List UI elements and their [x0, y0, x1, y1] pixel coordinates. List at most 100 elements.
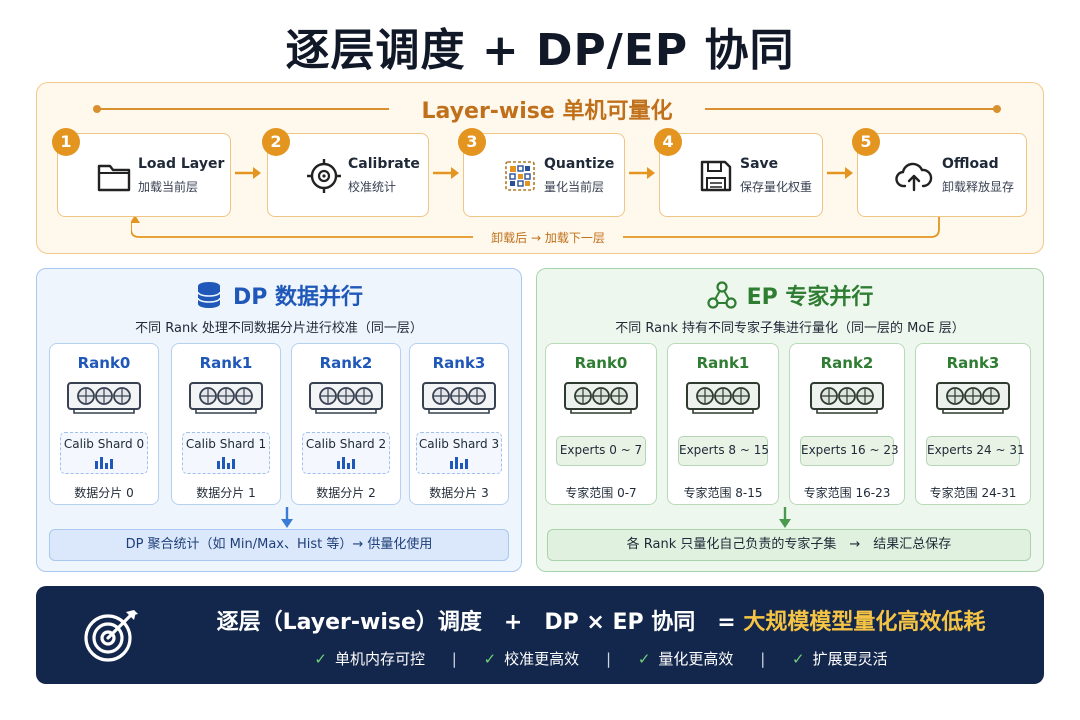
loop-label: 卸载后 → 加载下一层	[473, 229, 623, 246]
rank-sub: 专家范围 24-31	[929, 486, 1017, 500]
benefit-item: 扩展更灵活	[812, 650, 888, 668]
ep-title: EP 专家并行	[746, 285, 874, 310]
shard-label: Calib Shard 1	[185, 437, 267, 451]
arrow-right-icon	[433, 167, 459, 179]
calib-shard-box: Calib Shard 2	[302, 432, 390, 474]
layerwise-title-row: Layer-wise 单机可量化	[93, 83, 1001, 133]
step-number: 3	[458, 128, 486, 156]
arrow-right-icon	[629, 167, 655, 179]
step-sub: 量化当前层	[544, 180, 605, 194]
step-sub: 卸载释放显存	[942, 180, 1015, 194]
banner-headline-highlight: 大规模模型量化高效低耗	[743, 610, 986, 635]
arrow-right-icon	[235, 167, 261, 179]
benefit-item: 校准更高效	[504, 650, 580, 668]
separator: |	[605, 650, 612, 668]
cloud-upload-icon	[895, 162, 933, 192]
quantize-grid-icon	[505, 161, 535, 191]
dp-rank-card: Rank2 Calib Shard 2 数据分片 2	[291, 343, 401, 505]
calib-shard-box: Calib Shard 1	[182, 432, 270, 474]
layerwise-panel: Layer-wise 单机可量化 1 Load Layer 加载当前层 2 Ca…	[36, 82, 1044, 254]
rank-name: Rank1	[696, 354, 750, 372]
layerwise-title: Layer-wise 单机可量化	[421, 99, 673, 124]
dp-panel: DP 数据并行 不同 Rank 处理不同数据分片进行校准（同一层） Rank0 …	[36, 268, 522, 572]
target-arrow-icon	[84, 610, 138, 662]
folder-icon	[97, 164, 131, 192]
rank-sub: 专家范围 16-23	[803, 486, 891, 500]
rank-name: Rank3	[432, 354, 486, 372]
step-quantize: 3 Quantize 量化当前层	[458, 128, 625, 217]
rank-name: Rank0	[574, 354, 628, 372]
database-icon	[197, 282, 221, 308]
step-sub: 保存量化权重	[740, 180, 813, 194]
ep-summary: 各 Rank 只量化自己负责的专家子集 → 结果汇总保存	[547, 529, 1031, 561]
ep-rank-card: Rank3 Experts 24 ~ 31 专家范围 24-31	[915, 343, 1031, 505]
separator: |	[451, 650, 457, 668]
rank-sub: 专家范围 0-7	[565, 486, 637, 500]
ep-rank-card: Rank0 Experts 0 ~ 7 专家范围 0-7	[545, 343, 657, 505]
rank-name: Rank1	[199, 354, 253, 372]
ep-desc: 不同 Rank 持有不同专家子集进行量化（同一层的 MoE 层）	[615, 321, 965, 336]
floppy-disk-icon	[700, 160, 732, 192]
banner-headline-main: 逐层（Layer-wise）调度 + DP × EP 协同 =	[216, 610, 736, 635]
step-calibrate: 2 Calibrate 校准统计	[262, 128, 429, 217]
gpu-icon	[309, 382, 383, 414]
gpu-icon	[936, 382, 1010, 414]
step-number: 4	[654, 128, 682, 156]
step-name: Load Layer	[138, 156, 225, 172]
rank-sub: 数据分片 2	[316, 486, 376, 500]
network-nodes-icon	[706, 281, 737, 309]
page-title: 逐层调度 + DP/EP 协同	[285, 25, 795, 76]
dp-rank-card: Rank1 Calib Shard 1 数据分片 1	[171, 343, 281, 505]
experts-range-box: Experts 0 ~ 7	[556, 436, 646, 466]
bar-chart-icon	[217, 457, 235, 469]
gpu-icon	[422, 382, 496, 414]
check-icon: ✓	[483, 650, 497, 668]
check-icon: ✓	[792, 650, 805, 668]
rank-sub: 数据分片 1	[196, 486, 256, 500]
rank-sub: 数据分片 0	[74, 486, 134, 500]
step-save: 4 Save 保存量化权重	[654, 128, 823, 217]
step-name: Offload	[942, 156, 999, 172]
shard-label: Calib Shard 2	[305, 437, 387, 451]
target-icon	[307, 159, 341, 193]
rank-name: Rank3	[946, 354, 1000, 372]
check-icon: ✓	[314, 650, 327, 668]
calib-shard-box: Calib Shard 3	[416, 432, 502, 474]
dp-summary: DP 聚合统计（如 Min/Max、Hist 等）→ 供量化使用	[49, 529, 509, 561]
arrow-down-icon	[779, 507, 791, 528]
benefits-list: ✓单机内存可控 | ✓校准更高效 | ✓量化更高效 | ✓扩展更灵活	[186, 648, 1016, 669]
dp-rank-card: Rank3 Calib Shard 3 数据分片 3	[409, 343, 509, 505]
step-number: 5	[852, 128, 880, 156]
step-load-layer: 1 Load Layer 加载当前层	[52, 128, 231, 217]
experts-range-box: Experts 8 ~ 15	[678, 436, 769, 466]
benefit-item: 量化更高效	[658, 650, 734, 668]
ep-rank-card: Rank1 Experts 8 ~ 15 专家范围 8-15	[667, 343, 779, 505]
bar-chart-icon	[95, 457, 113, 469]
arrow-down-icon	[281, 507, 293, 528]
shard-label: Calib Shard 3	[418, 437, 500, 451]
rank-name: Rank2	[319, 354, 373, 372]
dp-rank-card: Rank0 Calib Shard 0 数据分片 0	[49, 343, 159, 505]
step-sub: 加载当前层	[138, 180, 199, 194]
rank-sub: 数据分片 3	[429, 486, 489, 500]
shard-label: Calib Shard 0	[63, 437, 145, 451]
step-offload: 5 Offload 卸载释放显存	[852, 128, 1027, 217]
gpu-icon	[189, 382, 263, 414]
ep-panel: EP 专家并行 不同 Rank 持有不同专家子集进行量化（同一层的 MoE 层）…	[536, 268, 1044, 572]
calib-shard-box: Calib Shard 0	[60, 432, 148, 474]
experts-range-box: Experts 24 ~ 31	[926, 436, 1025, 466]
separator: |	[760, 650, 766, 668]
step-number: 1	[52, 128, 80, 156]
rank-name: Rank0	[77, 354, 131, 372]
ep-rank-card: Rank2 Experts 16 ~ 23 专家范围 16-23	[789, 343, 905, 505]
bar-chart-icon	[337, 457, 355, 469]
step-name: Calibrate	[348, 156, 420, 172]
step-name: Quantize	[544, 156, 615, 172]
dp-desc: 不同 Rank 处理不同数据分片进行校准（同一层）	[135, 321, 423, 336]
summary-banner: 逐层（Layer-wise）调度 + DP × EP 协同 = 大规模模型量化高…	[36, 586, 1044, 684]
dp-title: DP 数据并行	[232, 285, 364, 310]
rank-sub: 专家范围 8-15	[683, 486, 763, 500]
step-name: Save	[740, 156, 779, 172]
benefit-item: 单机内存可控	[334, 650, 425, 668]
step-sub: 校准统计	[348, 180, 397, 194]
